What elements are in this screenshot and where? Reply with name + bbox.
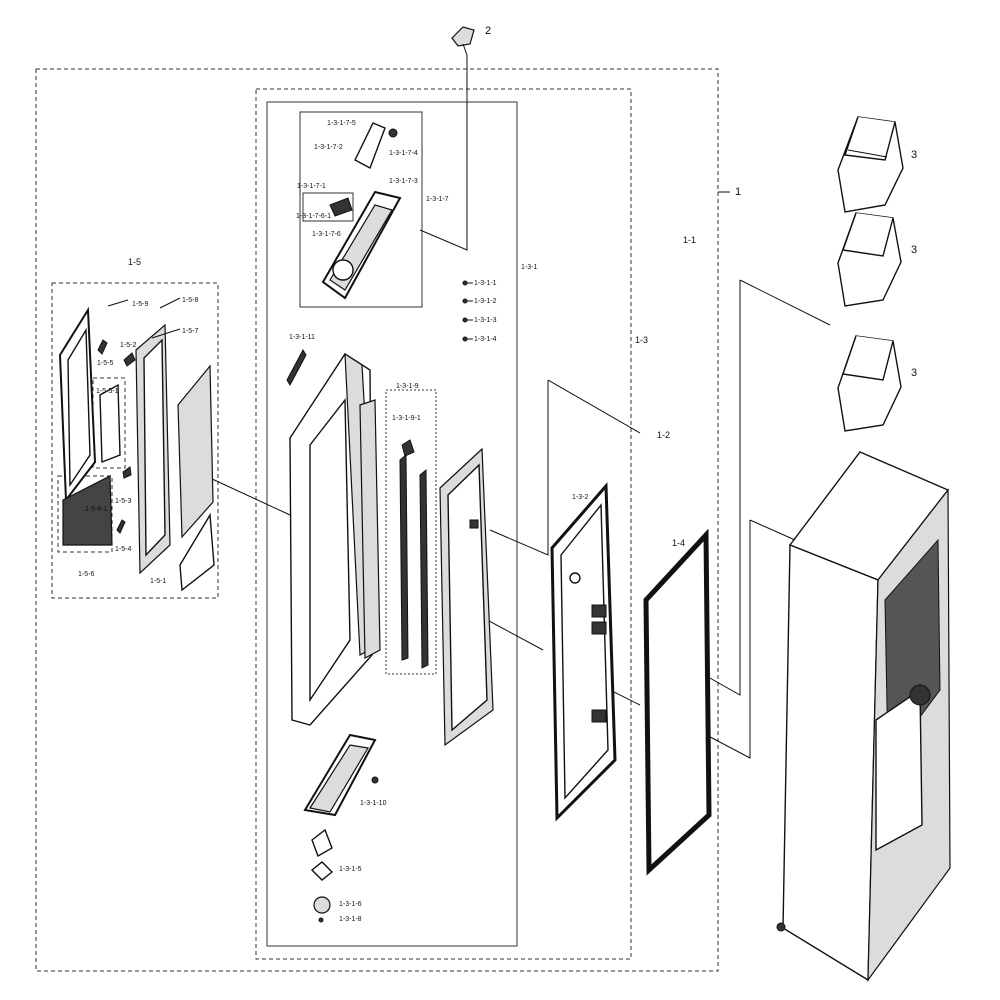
part-1-4-door-gasket xyxy=(643,528,712,876)
callout-1-3-1-4: 1-3-1-4 xyxy=(474,336,497,343)
part-1-3-1-10-bottom-cap xyxy=(303,733,379,817)
callout-1-3-1-9: 1-3-1-9 xyxy=(396,383,419,390)
callout-1-5-2: 1-5-2 xyxy=(120,342,136,349)
part-2-clip xyxy=(419,26,475,251)
callout-1-3-1-7-6: 1-3-1-7-6 xyxy=(312,231,341,238)
callout-1: 1 xyxy=(735,186,741,198)
door-inner-panel xyxy=(439,447,494,747)
callout-1-5-9: 1-5-9 xyxy=(132,301,148,308)
part-3-door-bin-bottom xyxy=(837,335,902,432)
part-1-3-1-7-handle-assembly xyxy=(321,122,402,300)
callout-1-3-1-7: 1-3-1-7 xyxy=(426,196,449,203)
callout-1-3: 1-3 xyxy=(635,335,648,345)
callout-1-2: 1-2 xyxy=(657,430,670,440)
assembly-1-5-6-boundary xyxy=(57,475,113,553)
part-1-3-1-9-strips xyxy=(399,439,429,669)
callout-1-5-8: 1-5-8 xyxy=(182,297,198,304)
callout-1-3-2: 1-3-2 xyxy=(572,494,588,501)
callout-3-middle: 3 xyxy=(911,244,917,256)
callout-1-3-1-3: 1-3-1-3 xyxy=(474,317,497,324)
callout-1-3-1-8: 1-3-1-8 xyxy=(339,916,362,923)
callout-1-3-1-7-5: 1-3-1-7-5 xyxy=(327,120,356,127)
part-3-door-bin-top xyxy=(837,116,904,213)
callout-1-3-1-10: 1-3-1-10 xyxy=(360,800,387,807)
callout-3-bottom: 3 xyxy=(911,367,917,379)
assembly-1-3-1-7-6-boundary xyxy=(302,192,354,222)
callout-1-3-1-7-6-1: 1-3-1-7-6-1 xyxy=(296,213,331,220)
callout-1-5-4: 1-5-4 xyxy=(115,546,131,553)
callout-1-3-1-2: 1-3-1-2 xyxy=(474,298,497,305)
callout-1-3-1-11: 1-3-1-11 xyxy=(289,334,315,341)
callout-1-5-3: 1-5-3 xyxy=(115,498,131,505)
callout-3-top: 3 xyxy=(911,149,917,161)
callout-1-3-1-7-2: 1-3-1-7-2 xyxy=(314,144,343,151)
callout-1-3-1-1: 1-3-1-1 xyxy=(474,280,497,287)
part-3-door-bin-middle xyxy=(837,212,902,307)
parts-1-3-1-5-6-8-hinge xyxy=(310,828,334,923)
callout-1-5-1: 1-5-1 xyxy=(150,578,166,585)
door-outer-frame xyxy=(289,352,381,726)
refrigerator-cabinet xyxy=(776,451,951,982)
callout-1-3-1-7-3: 1-3-1-7-3 xyxy=(389,178,418,185)
callout-1-3-1-9-1: 1-3-1-9-1 xyxy=(392,415,421,422)
callout-1-5-6-1: 1-5-6-1 xyxy=(85,506,108,513)
assembly-1-3-boundary xyxy=(255,88,632,960)
callout-1-5: 1-5 xyxy=(128,257,141,267)
fasteners-1-3-1-1-to-4 xyxy=(462,280,473,342)
callout-1-5-7: 1-5-7 xyxy=(182,328,198,335)
assembly-1-3-1-9-boundary xyxy=(385,389,437,675)
callout-1-5-5-1: 1-5-5-1 xyxy=(96,388,119,395)
callout-1-5-5: 1-5-5 xyxy=(97,360,113,367)
part-1-3-2-door-liner xyxy=(550,482,617,822)
callout-1-5-6: 1-5-6 xyxy=(78,571,94,578)
callout-1-3-1: 1-3-1 xyxy=(521,264,537,271)
callout-1-3-1-5: 1-3-1-5 xyxy=(339,866,362,873)
callout-2: 2 xyxy=(485,25,491,37)
callout-1-4: 1-4 xyxy=(672,538,685,548)
callout-1-1: 1-1 xyxy=(683,235,696,245)
part-1-5-dispenser-assembly xyxy=(58,297,215,592)
assembly-1-3-1-7-boundary xyxy=(299,111,423,308)
part-1-3-1-11 xyxy=(286,348,307,387)
assembly-1-3-1-boundary xyxy=(266,101,518,947)
callout-1-3-1-7-1: 1-3-1-7-1 xyxy=(297,183,326,190)
callout-1-3-1-7-4: 1-3-1-7-4 xyxy=(389,150,418,157)
assembly-1-5-boundary xyxy=(51,282,219,599)
callout-1-3-1-6: 1-3-1-6 xyxy=(339,901,362,908)
assembly-1-boundary xyxy=(35,68,719,972)
